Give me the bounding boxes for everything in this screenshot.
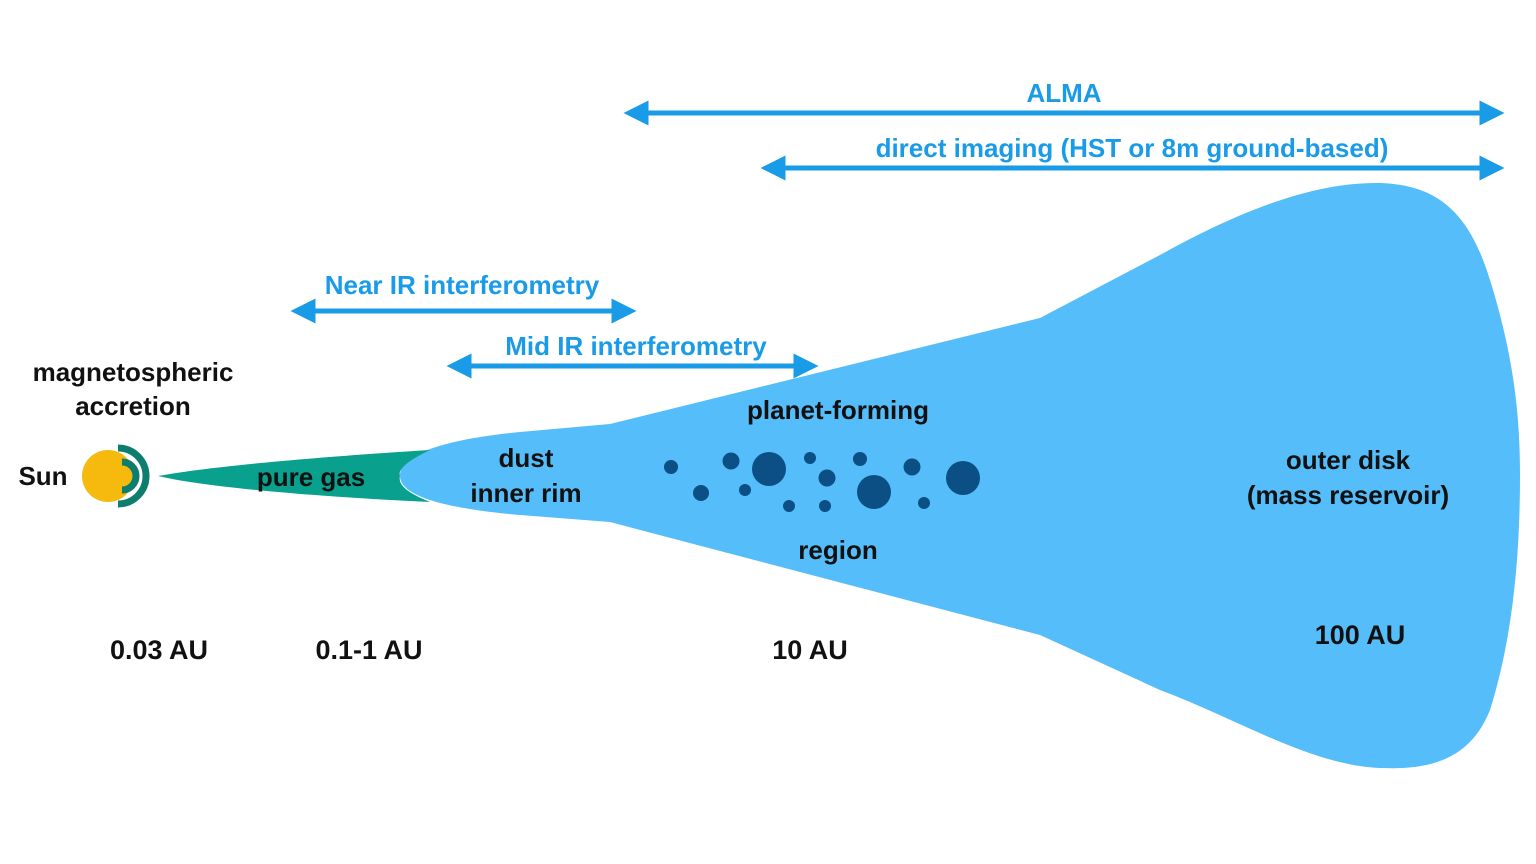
direct-imaging-label: direct imaging (HST or 8m ground-based) (876, 133, 1389, 163)
mid-ir-label: Mid IR interferometry (505, 331, 767, 361)
sun-icon (82, 450, 134, 502)
pure-gas-region (158, 450, 430, 502)
pure-gas-label: pure gas (257, 462, 365, 492)
distance-label-10au: 10 AU (772, 635, 848, 665)
distance-label-100au: 100 AU (1315, 620, 1406, 650)
magnetospheric-label-line1: magnetospheric (33, 357, 234, 387)
magnetosphere-rings-icon (117, 444, 150, 508)
outer-disk-label-line1: outer disk (1286, 445, 1411, 475)
distance-label-0-1-1au: 0.1-1 AU (315, 635, 422, 665)
distance-label-0-03au: 0.03 AU (110, 635, 208, 665)
sun-label: Sun (18, 461, 67, 491)
near-ir-label: Near IR interferometry (325, 270, 600, 300)
dust-rim-label-line2: inner rim (470, 478, 581, 508)
outer-disk-label-line2: (mass reservoir) (1247, 480, 1449, 510)
alma-label: ALMA (1026, 78, 1101, 108)
planetesimal-dots (664, 452, 980, 512)
planet-forming-label-line2: region (798, 535, 877, 565)
planet-forming-label-line1: planet-forming (747, 395, 929, 425)
magnetospheric-label-line2: accretion (75, 391, 191, 421)
dust-rim-label-line1: dust (499, 443, 554, 473)
